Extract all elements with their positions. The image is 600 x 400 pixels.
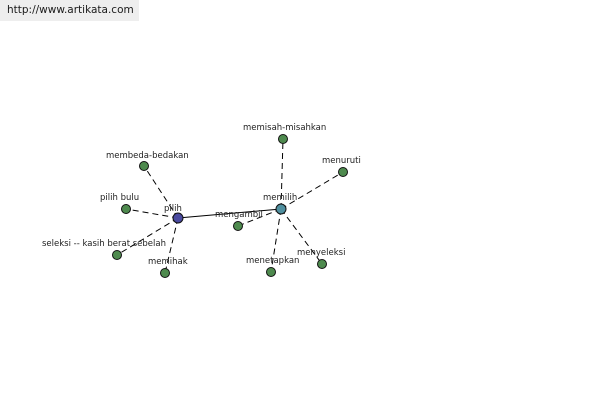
node-menetapkan[interactable] [266,267,276,277]
edge-pilih-memilih [177,208,282,219]
edge-pilih-pilih-bulu [125,208,179,219]
node-layer [112,134,348,278]
node-label-menyeleksi[interactable]: menyeleksi [297,248,345,258]
edge-pilih-seleksi [116,217,179,256]
node-label-seleksi[interactable]: seleksi -- kasih berat sebelah [42,239,166,249]
node-menyeleksi[interactable] [317,259,327,269]
edge-memilih-menyeleksi [280,208,323,265]
node-label-mengambil[interactable]: mengambil [215,210,263,220]
edge-memilih-menetapkan [270,208,282,273]
edge-memilih-menuruti [280,171,344,210]
node-menuruti[interactable] [338,167,348,177]
node-label-memilih[interactable]: memilih [263,193,297,203]
node-label-pilih-bulu[interactable]: pilih bulu [100,193,139,203]
label-layer: pilih memilih membeda-bedakan pilih bulu sel… [42,123,361,267]
edge-layer [116,138,344,274]
node-seleksi[interactable] [112,250,122,260]
edge-memilih-mengambil [237,208,282,227]
edge-pilih-membeda-bedakan [143,165,179,219]
site-url[interactable]: http://www.artikata.com [7,4,134,16]
node-label-menuruti[interactable]: menuruti [322,156,361,166]
node-mengambil[interactable] [233,221,243,231]
edge-memilih-memisah-misahkan [280,138,284,210]
node-membeda-bedakan[interactable] [139,161,149,171]
url-banner: http://www.artikata.com [0,0,139,21]
node-label-pilih[interactable]: pilih [164,204,182,214]
node-pilih-bulu[interactable] [121,204,131,214]
node-memilih[interactable] [275,203,287,215]
node-label-memihak[interactable]: memihak [148,257,188,267]
node-memihak[interactable] [160,268,170,278]
node-label-menetapkan[interactable]: menetapkan [246,256,299,266]
node-label-membeda-bedakan[interactable]: membeda-bedakan [106,151,189,161]
node-memisah-misahkan[interactable] [278,134,288,144]
node-label-memisah-misahkan[interactable]: memisah-misahkan [243,123,326,133]
node-pilih[interactable] [172,212,184,224]
